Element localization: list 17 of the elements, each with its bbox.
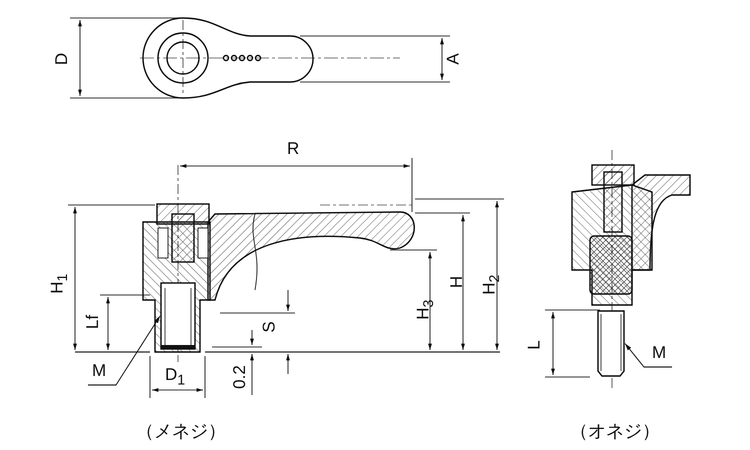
thread-label: M [652, 344, 668, 364]
dimension-label: D [53, 52, 72, 66]
dimension-label: H [448, 276, 466, 288]
leader-line [88, 316, 160, 386]
dimension-label: L [526, 340, 544, 350]
threaded-bore-drawing [160, 282, 196, 350]
dimension-label: 0.2 [230, 365, 249, 389]
leader-line [624, 343, 672, 368]
view-caption: （メネジ） [136, 422, 226, 440]
dimension-label: A [444, 53, 463, 65]
dimension-label: R [287, 140, 300, 158]
threaded-stud-drawing [597, 310, 625, 377]
dimension-label: S [260, 321, 279, 333]
view-caption: （オネジ） [570, 422, 660, 440]
dimension-label: D$_{1}$ [165, 366, 186, 390]
thread-label: M [92, 362, 108, 382]
dimension-label: Lf [84, 314, 102, 330]
